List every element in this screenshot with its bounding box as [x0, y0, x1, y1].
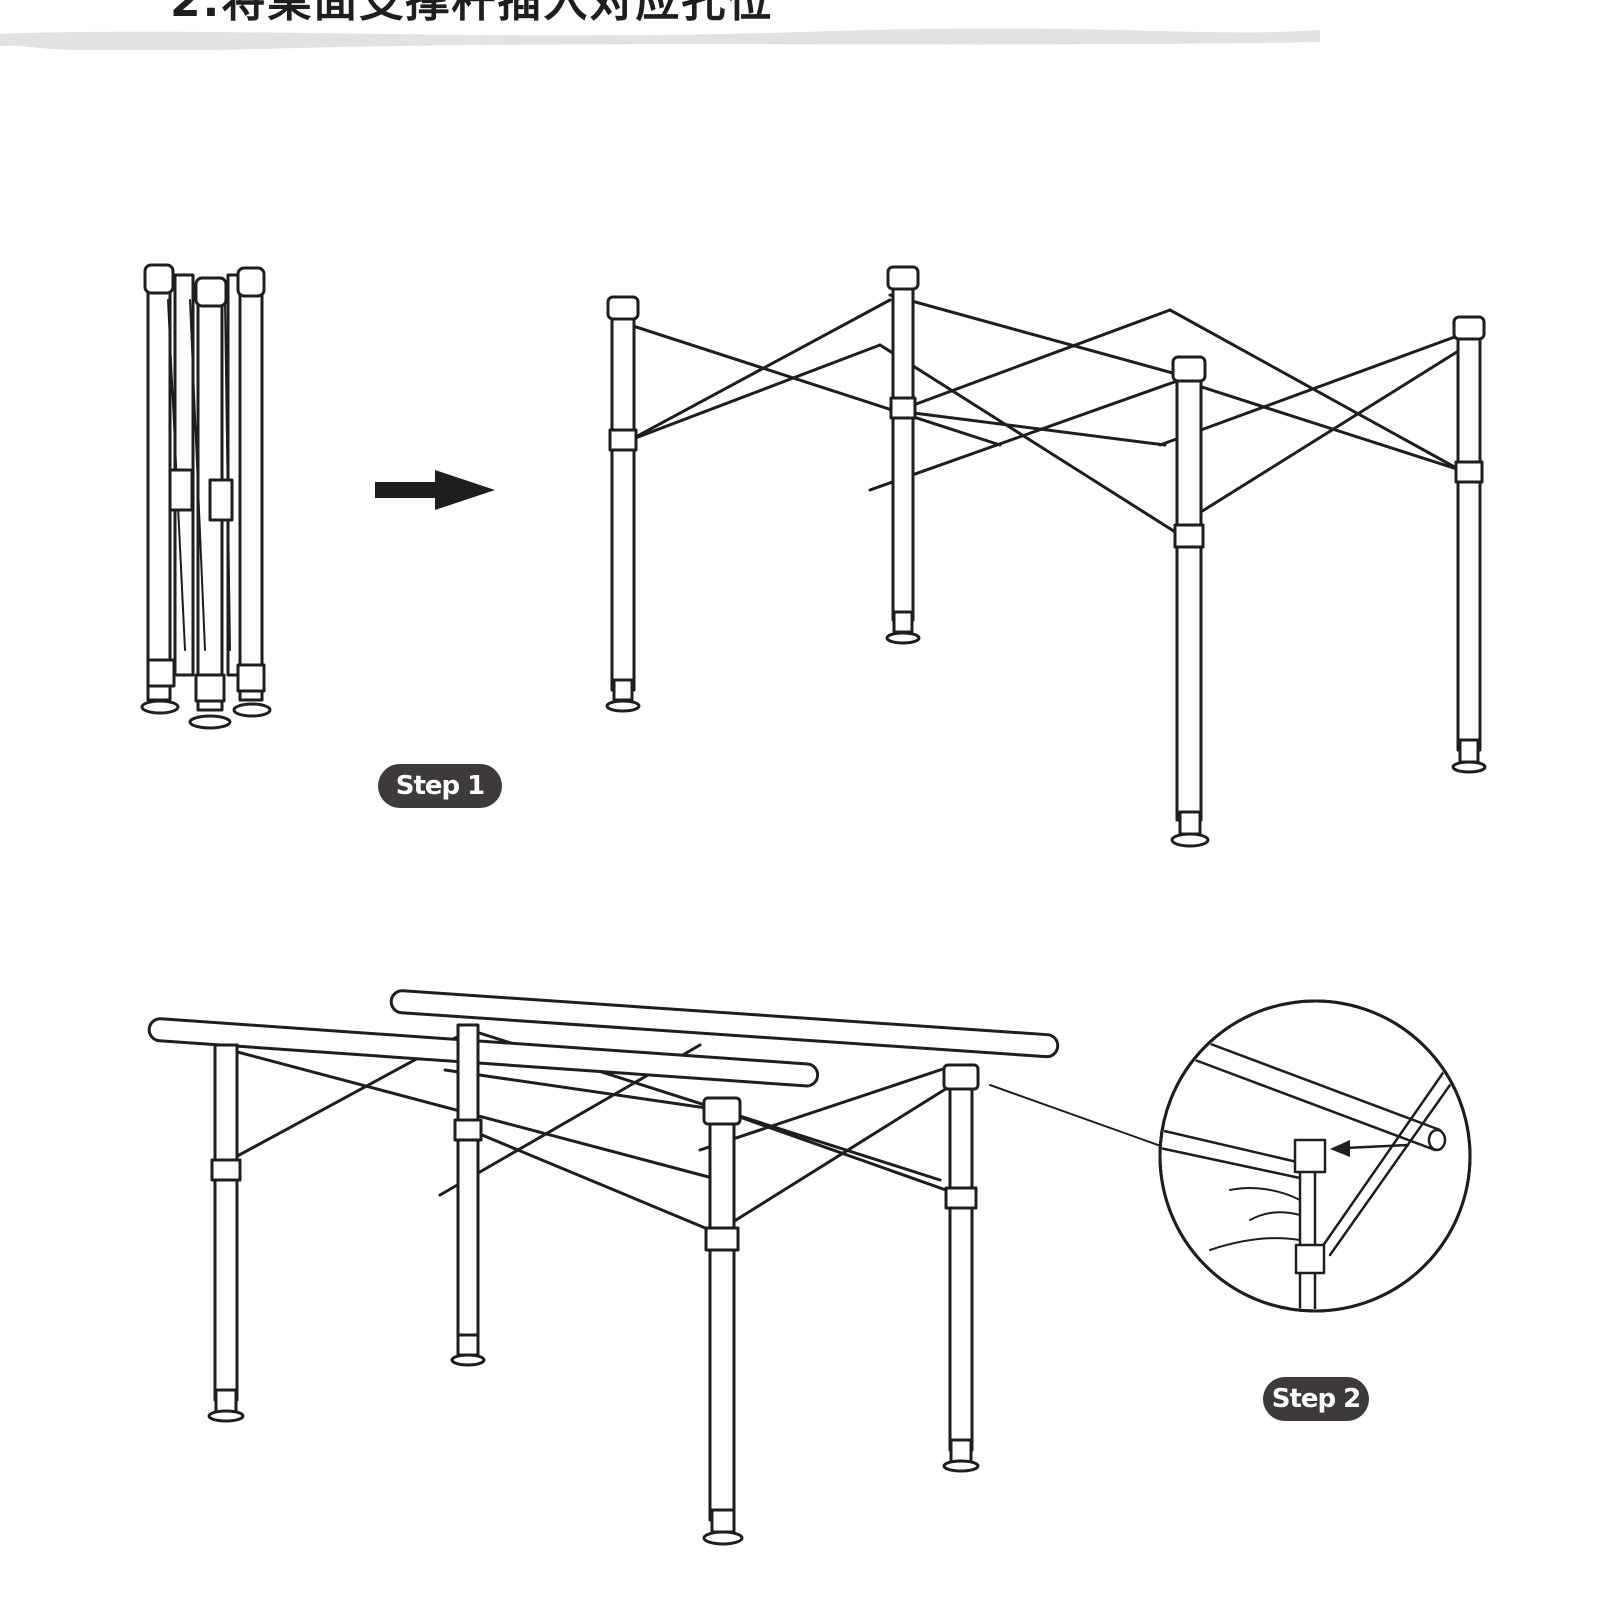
header-brush-stroke — [0, 28, 1320, 50]
instruction-title: 2.将桌面支撑杆插入对应孔位 — [170, 0, 774, 27]
folded-frame — [140, 263, 272, 730]
frame-with-support-bars — [147, 989, 1201, 1546]
pointer-arrow-icon — [1330, 1140, 1410, 1157]
magnify-circle-icon — [1158, 999, 1472, 1313]
expanded-frame — [605, 265, 1487, 848]
arrow-right-icon — [375, 470, 495, 510]
step-2-badge: Step 2 — [1263, 1377, 1369, 1421]
step-1-badge: Step 1 — [378, 764, 502, 808]
